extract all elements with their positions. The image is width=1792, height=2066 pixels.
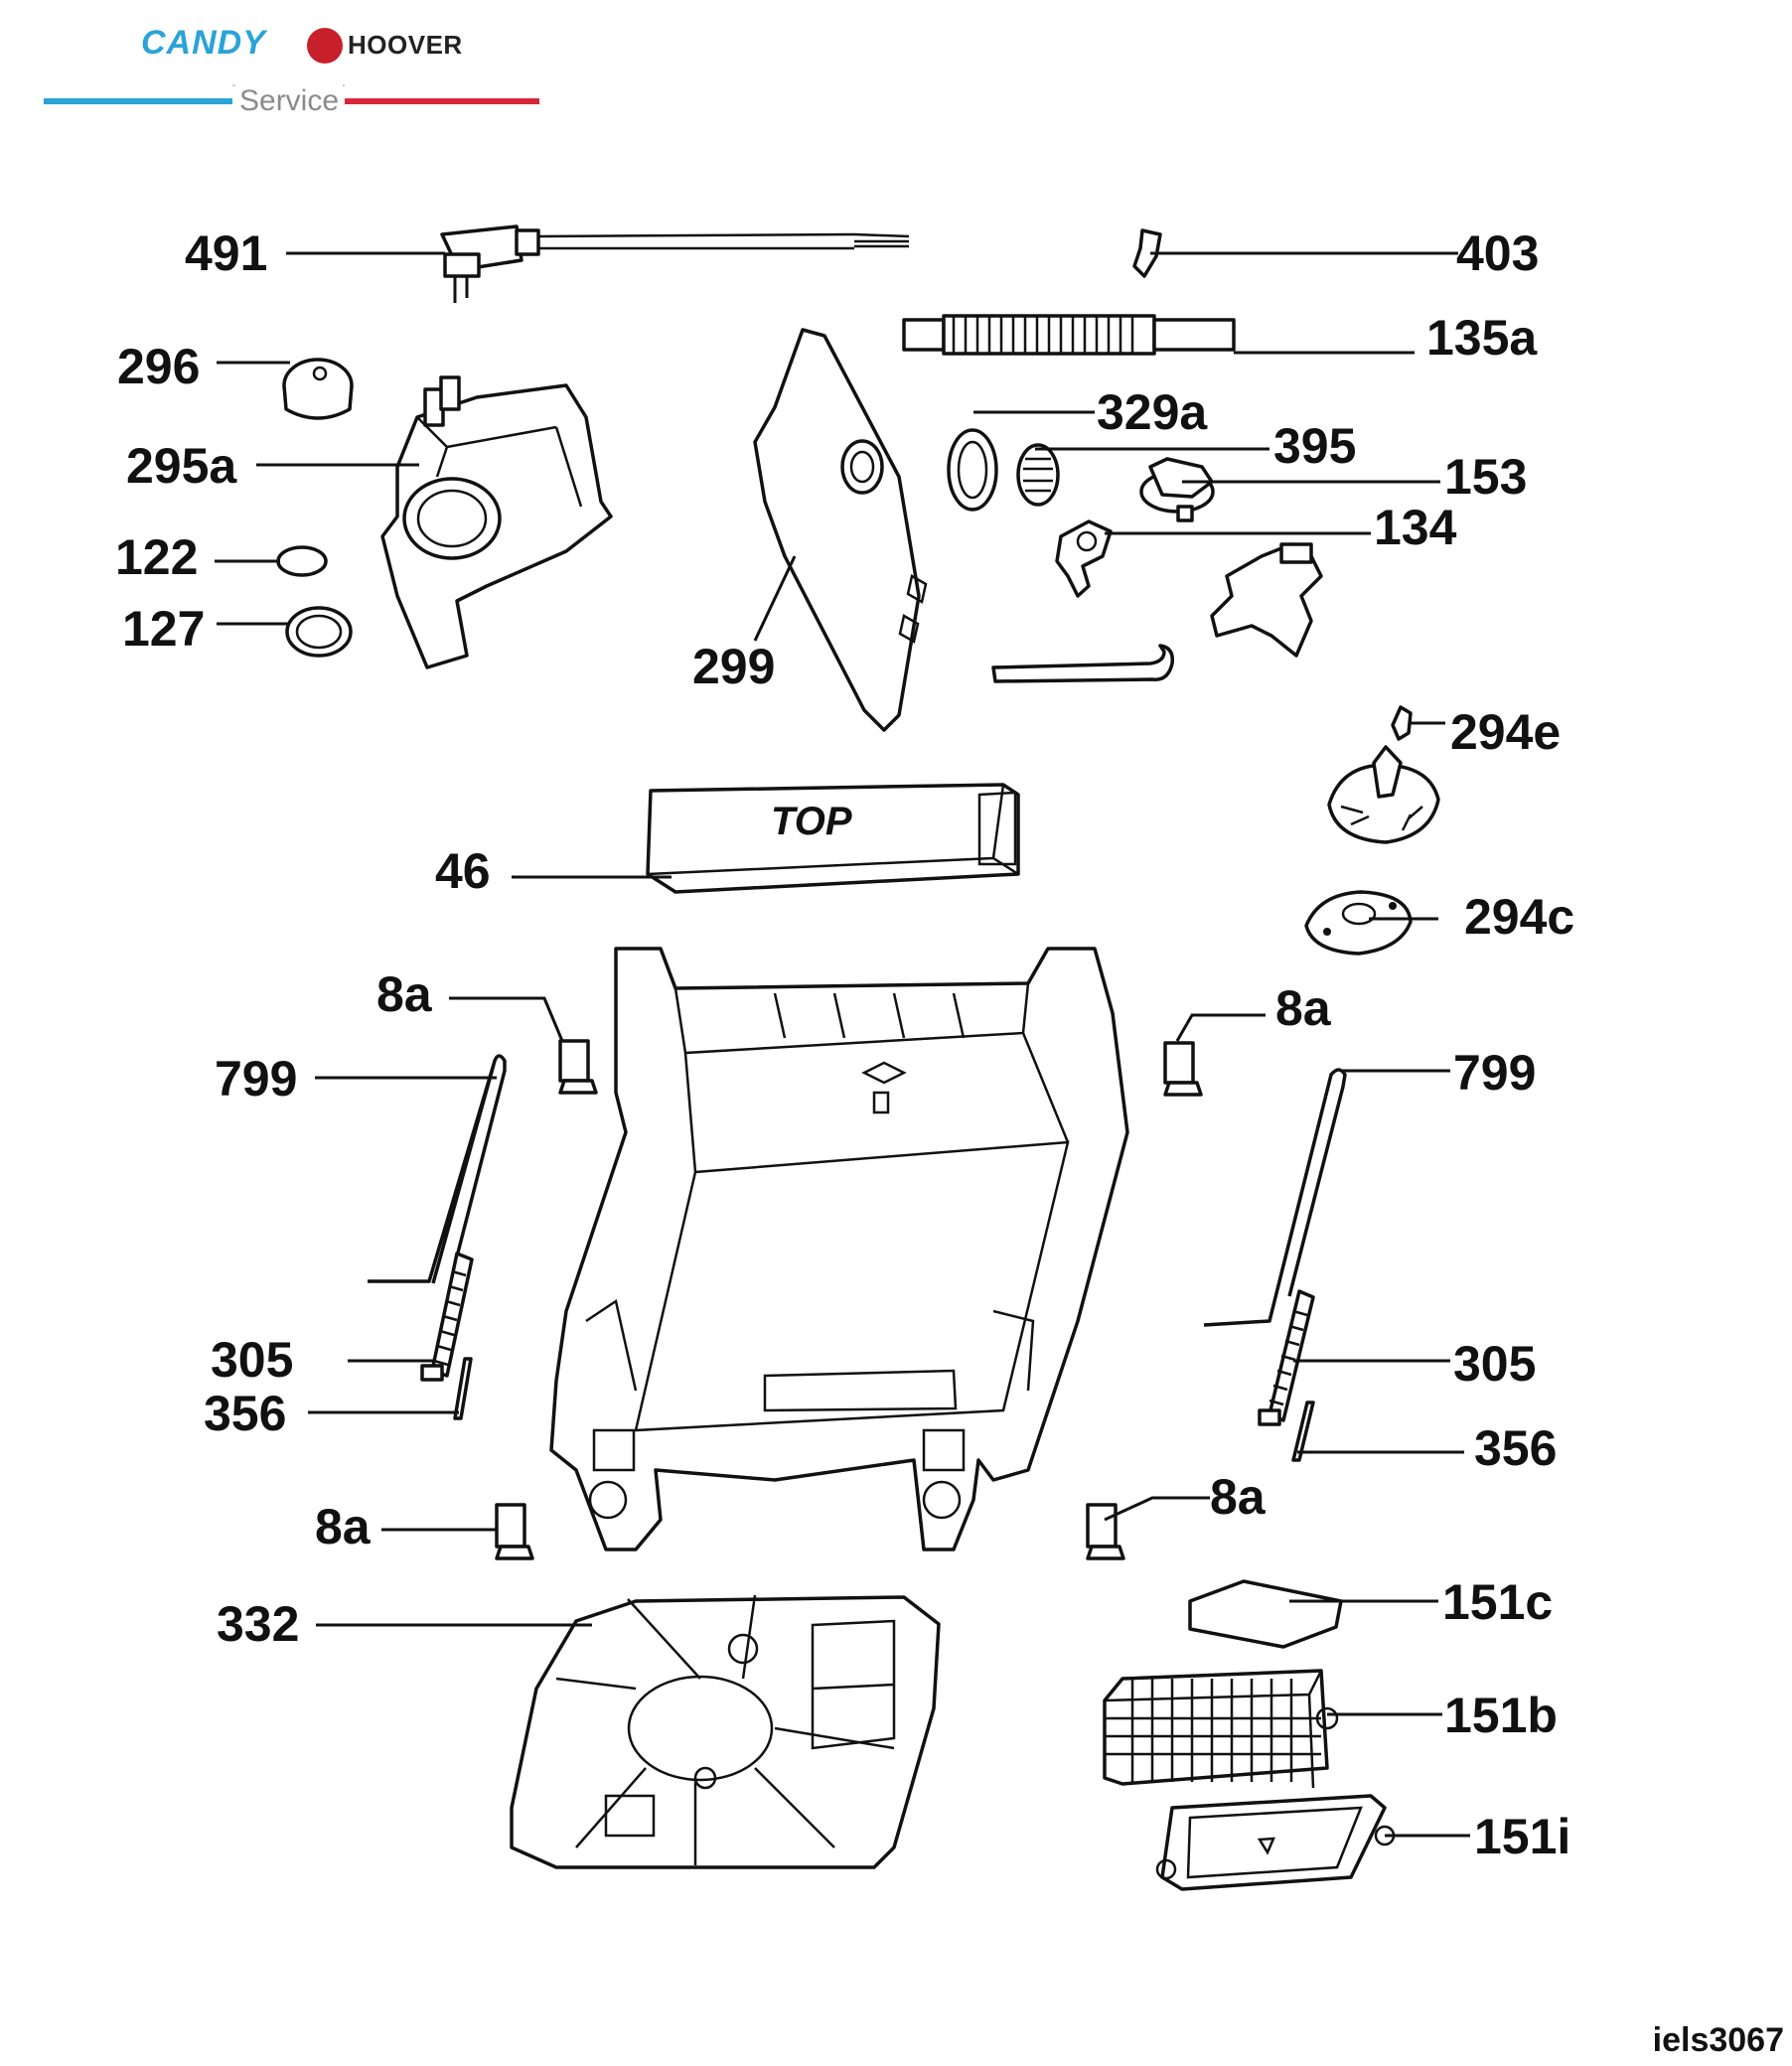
label-151c: 151c [1442, 1574, 1553, 1630]
foot-part-bottom-right [1086, 1503, 1125, 1560]
seal-ring-part [947, 428, 998, 512]
pin-part-left [453, 1357, 473, 1420]
hose-part [902, 314, 1236, 356]
label-151i: 151i [1474, 1809, 1570, 1864]
hoover-logo: HOOVER [348, 30, 463, 60]
label-305-right: 305 [1453, 1336, 1536, 1392]
small-oring-part [276, 545, 328, 577]
cover-sheet-part [1188, 1579, 1343, 1649]
label-296: 296 [117, 339, 200, 394]
pressure-switch-part [1139, 457, 1215, 522]
dispenser-cap-part [282, 358, 354, 420]
label-127: 127 [122, 601, 205, 657]
label-395: 395 [1273, 418, 1356, 474]
label-295a: 295a [126, 438, 237, 494]
label-329a: 329a [1097, 384, 1208, 440]
pump-part [1210, 542, 1323, 658]
label-151b: 151b [1444, 1688, 1558, 1743]
label-356-left: 356 [204, 1386, 286, 1441]
salt-lid-part [1155, 1794, 1396, 1891]
label-799-right: 799 [1453, 1045, 1536, 1101]
rod-part-right [1203, 1068, 1347, 1327]
label-294e: 294e [1450, 704, 1561, 760]
candy-logo: CANDY [141, 24, 266, 62]
foot-part-top-right [1163, 1041, 1203, 1097]
pin-part-right [1291, 1401, 1315, 1462]
diagram-code: iels3067 [1652, 2021, 1784, 2059]
spring-part-right [1258, 1289, 1315, 1426]
rod-part-left [368, 1054, 507, 1284]
label-332: 332 [217, 1596, 299, 1652]
label-8a-top-left: 8a [376, 966, 433, 1022]
side-panel-part [753, 328, 928, 732]
clip-part [1132, 228, 1162, 278]
valve-part [1055, 519, 1113, 598]
detergent-dispenser-part [380, 375, 613, 669]
label-491: 491 [185, 225, 267, 281]
base-frame-part [549, 947, 1129, 1551]
salt-container-part [1103, 1669, 1339, 1789]
label-403: 403 [1456, 225, 1539, 281]
service-bar-blue [44, 98, 232, 104]
top-packing-box-part: TOP [646, 783, 1020, 894]
label-122: 122 [115, 529, 198, 585]
label-305-left: 305 [211, 1332, 293, 1388]
leader-lines [215, 251, 1470, 1838]
label-8a-top-right: 8a [1275, 980, 1332, 1036]
base-plate-part [510, 1594, 941, 1869]
service-bar-red [345, 98, 539, 104]
label-299: 299 [692, 639, 775, 694]
label-153: 153 [1444, 449, 1527, 505]
label-356-right: 356 [1474, 1420, 1557, 1476]
part-labels: 491 403 135a 296 329a 395 295a 153 134 1… [115, 225, 1574, 1864]
power-cord-part [440, 224, 910, 303]
label-134: 134 [1374, 500, 1457, 555]
label-799-left: 799 [215, 1051, 297, 1107]
small-clip-part [1391, 705, 1413, 741]
label-135a: 135a [1426, 310, 1538, 366]
large-oring-part [285, 606, 353, 658]
drain-tube-part [991, 644, 1174, 683]
label-46: 46 [435, 843, 491, 899]
impeller-disc-part [1304, 890, 1413, 956]
spring-part-left [420, 1252, 474, 1382]
label-294c: 294c [1464, 889, 1574, 945]
label-8a-bottom-right: 8a [1210, 1469, 1267, 1525]
turbine-wheel-part [1327, 745, 1440, 844]
foot-part-bottom-left [495, 1503, 534, 1560]
filter-disc-part [1016, 443, 1060, 507]
foot-part-top-left [558, 1039, 598, 1095]
label-8a-bottom-left: 8a [315, 1499, 372, 1554]
top-box-text: TOP [771, 800, 852, 843]
service-label: Service [235, 84, 344, 118]
hoover-emblem-icon [307, 28, 343, 64]
